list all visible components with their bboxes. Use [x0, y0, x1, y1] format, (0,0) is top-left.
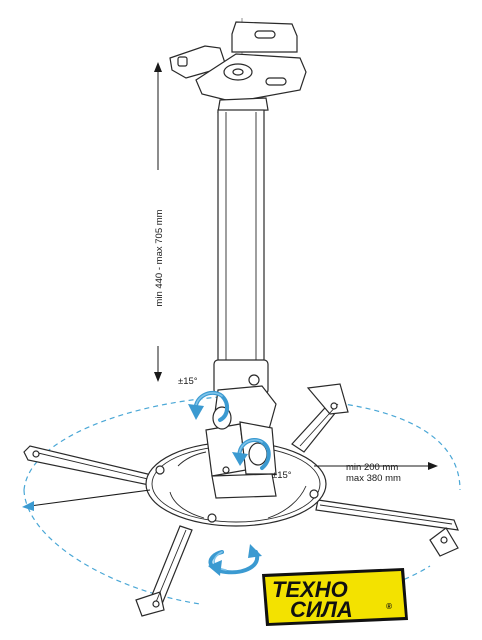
logo-registered-mark: ® — [386, 602, 392, 611]
rotation-arrow-icon — [188, 404, 204, 420]
brand-logo: ТЕХНО СИЛА ® — [262, 568, 408, 626]
extension-tube — [213, 109, 269, 395]
tilt-upper-rotation — [188, 390, 229, 422]
tilt-joint — [205, 385, 277, 499]
dimension-arrow-icon — [154, 62, 162, 72]
left-reach-indicator — [22, 489, 151, 511]
dimension-arrow-icon — [428, 462, 438, 470]
tilt-lower-rotation — [232, 438, 271, 470]
rotation-arrow-icon — [208, 560, 222, 576]
rotation-arrow-icon — [232, 452, 248, 466]
swivel-rotation — [208, 544, 262, 576]
dimension-arrow-icon — [22, 501, 34, 511]
mounting-arms — [23, 383, 459, 617]
arm-length-dimension: min 200 mm max 380 mm — [314, 462, 438, 484]
rotation-arrow-icon — [248, 544, 262, 558]
dimension-arrow-icon — [154, 372, 162, 382]
arm-min-label: min 200 mm — [346, 462, 398, 473]
logo-line2: СИЛА — [290, 597, 353, 622]
arm-max-label: max 380 mm — [346, 473, 401, 484]
tilt-lower-label: ±15° — [272, 470, 292, 481]
height-range-label: min 440 - max 705 mm — [154, 209, 165, 306]
logo-line1: ТЕХНО — [272, 577, 348, 602]
ceiling-bracket — [169, 21, 307, 113]
height-dimension: min 440 - max 705 mm — [150, 62, 166, 382]
tilt-upper-label: ±15° — [178, 376, 198, 387]
